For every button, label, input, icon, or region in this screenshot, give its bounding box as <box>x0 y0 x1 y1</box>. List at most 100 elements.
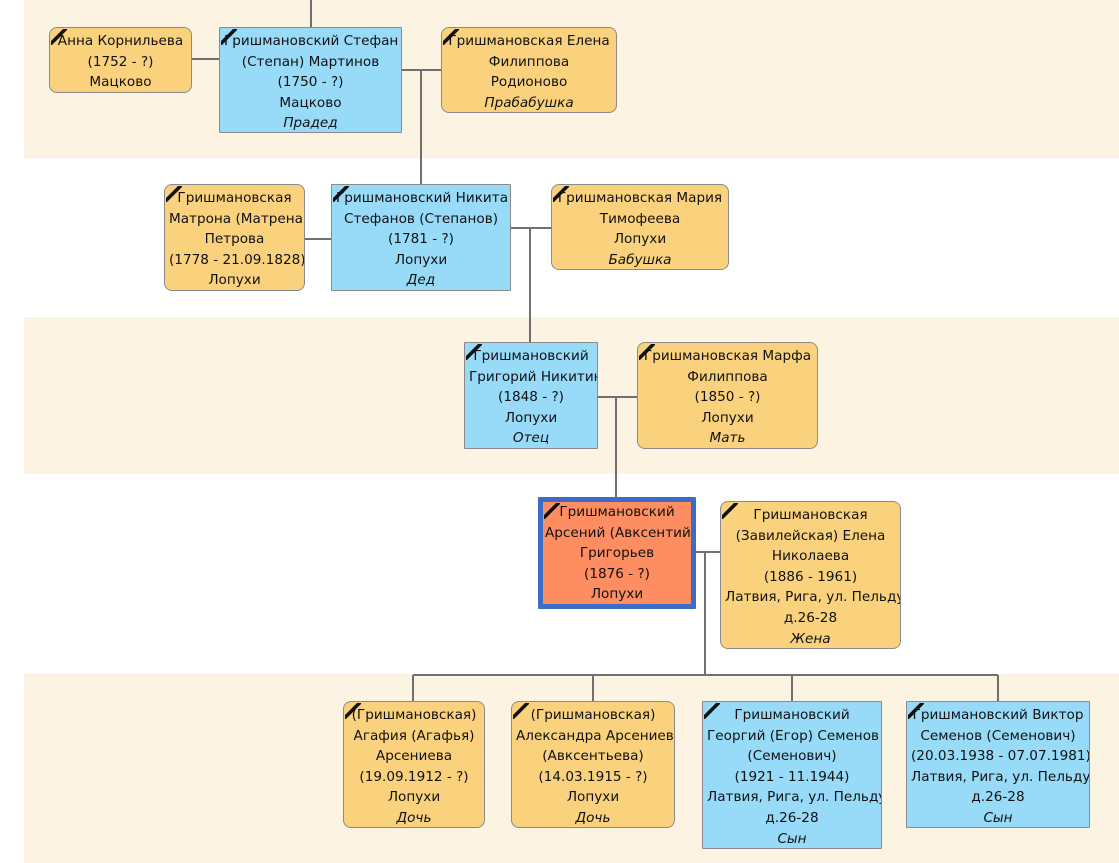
deceased-ribbon-icon <box>639 344 655 360</box>
person-text-line: (1781 - ?) <box>388 231 454 248</box>
person-role-label: Сын <box>983 809 1013 826</box>
person-text-line: Мацково <box>279 94 342 111</box>
deceased-ribbon-icon <box>345 703 361 719</box>
person-text-line: (20.03.1938 - 07.07.1981) <box>911 748 1090 765</box>
person-card-anna-kornileva[interactable]: Анна Корнильева (1752 - ?) Мацково <box>49 27 192 93</box>
person-text-line: Гришмановский Виктор <box>912 707 1084 723</box>
person-text-line: Арсений (Авксентий) <box>545 524 696 541</box>
person-text-line: (1752 - ?) <box>87 53 154 70</box>
deceased-ribbon-icon <box>908 703 924 719</box>
person-text-line: Гришмановская <box>753 507 868 523</box>
person-text-line: Гришмановский <box>473 348 589 364</box>
person-text-line: Лопухи <box>613 231 667 248</box>
deceased-ribbon-icon <box>333 186 349 202</box>
person-text-line: Гришмановский Стефан <box>224 33 399 49</box>
deceased-ribbon-icon <box>704 703 720 719</box>
deceased-ribbon-icon <box>544 503 560 519</box>
person-text-line: (1778 - 21.09.1828) <box>169 251 305 268</box>
person-text-line: (Завилейская) Елена <box>735 527 886 544</box>
person-text-line: (Степан) Мартинов <box>241 53 380 70</box>
person-text-line: (1886 - 1961) <box>763 568 858 585</box>
person-text-line: Семенов (Семенович) <box>920 727 1076 744</box>
person-text-line: (1921 - 11.1944) <box>734 768 850 785</box>
person-text-line: Лопухи <box>701 409 754 426</box>
person-text-line: д.26-28 <box>971 789 1025 806</box>
person-text-line: Латвия, Рига, ул. Пельду <box>911 768 1090 785</box>
person-text-line: Тимофеева <box>599 210 681 227</box>
person-role-label: Мать <box>709 430 746 447</box>
person-text-line: (19.09.1912 - ?) <box>359 768 469 785</box>
person-text-line: д.26-28 <box>783 609 838 626</box>
person-role-label: Сын <box>777 830 807 847</box>
person-text-line: Матрона (Матрена) <box>169 210 305 227</box>
person-card-stefan-grishmanovsky[interactable]: Гришмановский Стефан (Степан) Мартинов (17… <box>219 27 402 133</box>
person-text-line: Александра Арсениева <box>516 727 675 744</box>
person-text-line: Гришмановский <box>734 707 850 723</box>
person-text-line: Родионово <box>490 74 568 91</box>
deceased-ribbon-icon <box>166 186 182 202</box>
deceased-ribbon-icon <box>466 344 482 360</box>
person-text-line: Филиппова <box>488 53 570 70</box>
person-text-line: (Авксентьева) <box>542 748 644 765</box>
person-text-line: Агафия (Агафья) <box>353 727 475 744</box>
person-text-line: Мацково <box>89 74 152 91</box>
person-text-line: (1750 - ?) <box>277 74 344 91</box>
person-text-line: (1850 - ?) <box>694 389 761 406</box>
person-role-label: Бабушка <box>608 251 672 268</box>
person-text-line: Лопухи <box>590 586 644 603</box>
person-text-line: (1876 - ?) <box>584 565 650 582</box>
person-role-label: Отец <box>512 430 550 447</box>
person-text-line: Николаева <box>771 548 850 565</box>
person-text-line: Филиппова <box>687 368 768 385</box>
person-text-line: Гришмановская Марфа <box>643 348 812 364</box>
person-text-line: Гришмановская Елена <box>448 33 610 49</box>
person-text-line: Латвия, Рига, ул. Пельду <box>707 789 882 806</box>
person-text-line: Лопухи <box>566 789 620 806</box>
person-role-label: Прабабушка <box>484 94 574 111</box>
person-text-line: д.26-28 <box>765 809 819 826</box>
person-role-label: Дочь <box>396 809 432 826</box>
person-text-line: Гришмановская <box>177 190 292 206</box>
person-text-line: Григорьев <box>579 545 655 562</box>
person-text-line: Лопухи <box>208 272 261 289</box>
person-text-line: Лопухи <box>504 409 558 426</box>
person-card-agafiya[interactable]: (Гришмановская) Агафия (Агафья) Арсениева (… <box>343 701 485 828</box>
person-text-line: (Гришмановская) <box>351 707 477 723</box>
person-role-label: Дед <box>406 272 436 289</box>
person-text-line: Арсениева <box>375 748 453 765</box>
person-text-line: Гришмановская Мария <box>557 190 723 206</box>
person-card-aleksandra[interactable]: (Гришмановская) Александра Арсениева (Авкс… <box>511 701 675 828</box>
person-role-label: Жена <box>790 630 831 647</box>
person-text-line: Стефанов (Степанов) <box>343 210 499 227</box>
deceased-ribbon-icon <box>51 29 67 45</box>
person-text-line: Гришмановский Никита <box>336 190 509 206</box>
person-text-line: (Гришмановская) <box>530 707 656 723</box>
deceased-ribbon-icon <box>221 29 237 45</box>
person-role-label: Дочь <box>575 809 611 826</box>
deceased-ribbon-icon <box>553 186 569 202</box>
person-text-line: Петрова <box>204 231 265 248</box>
person-text-line: Лопухи <box>387 789 441 806</box>
person-text-line: Лопухи <box>394 251 448 268</box>
person-text-line: Георгий (Егор) Семенов <box>707 727 880 744</box>
person-text-line: Гришмановский <box>559 504 675 520</box>
person-text-line: Григорий Никитин <box>469 368 598 385</box>
deceased-ribbon-icon <box>443 29 459 45</box>
person-text-line: (14.03.1915 - ?) <box>538 768 648 785</box>
person-text-line: (Семенович) <box>747 748 837 765</box>
deceased-ribbon-icon <box>722 503 738 519</box>
person-text-line: Анна Корнильева <box>57 33 184 49</box>
person-role-label: Прадед <box>283 115 338 132</box>
person-text-line: Латвия, Рига, ул. Пельду <box>725 589 901 606</box>
